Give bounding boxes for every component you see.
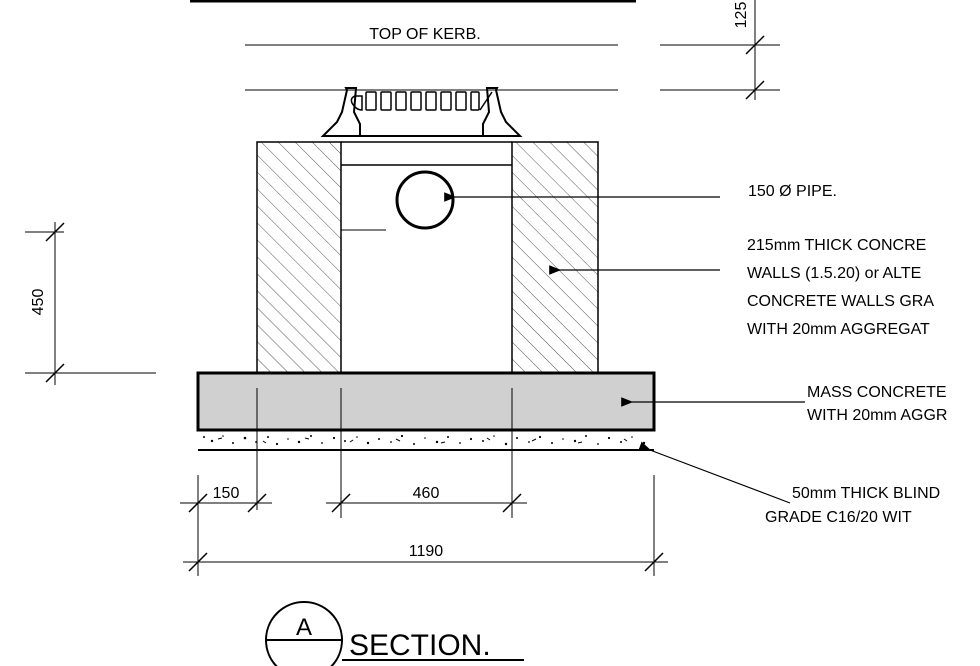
dimension-125 bbox=[660, 0, 780, 100]
note-blinding-line-1: 50mm THICK BLIND bbox=[792, 485, 940, 502]
note-base-line-2: WITH 20mm AGGR bbox=[807, 407, 947, 424]
pipe-circle bbox=[395, 170, 455, 230]
section-marker bbox=[265, 601, 524, 666]
dimension-450 bbox=[45, 222, 65, 385]
note-walls-line-4: WITH 20mm AGGREGAT bbox=[747, 321, 930, 338]
extension-lines bbox=[25, 229, 655, 576]
kerb-reference bbox=[190, 0, 636, 91]
note-walls-line-1: 215mm THICK CONCRE bbox=[747, 237, 926, 254]
leader-lines bbox=[444, 192, 805, 504]
note-base-line-1: MASS CONCRETE bbox=[807, 384, 947, 401]
dim-460-label: 460 bbox=[413, 485, 440, 502]
mass-concrete-base bbox=[196, 371, 656, 432]
note-walls-line-3: CONCRETE WALLS GRA bbox=[747, 293, 934, 310]
dim-125-label: 125 bbox=[733, 2, 750, 29]
note-walls-line-2: WALLS (1.5.20) or ALTE bbox=[747, 265, 921, 282]
dimension-150-460 bbox=[180, 493, 527, 513]
top-of-kerb-label: TOP OF KERB. bbox=[369, 26, 480, 43]
note-blinding-line-2: GRADE C16/20 WIT bbox=[765, 509, 912, 526]
dimension-1190 bbox=[183, 552, 668, 572]
dim-150-label: 150 bbox=[213, 485, 240, 502]
section-letter: A bbox=[296, 614, 312, 641]
dim-1190-label: 1190 bbox=[409, 543, 444, 560]
note-pipe: 150 Ø PIPE. bbox=[748, 183, 837, 200]
section-title: SECTION. bbox=[349, 629, 491, 662]
blinding-layer bbox=[198, 434, 654, 451]
gully-grating bbox=[320, 87, 523, 137]
left-wall bbox=[256, 141, 342, 374]
right-wall bbox=[511, 141, 599, 374]
dim-450-label: 450 bbox=[30, 289, 47, 316]
concrete-walls bbox=[256, 141, 599, 374]
